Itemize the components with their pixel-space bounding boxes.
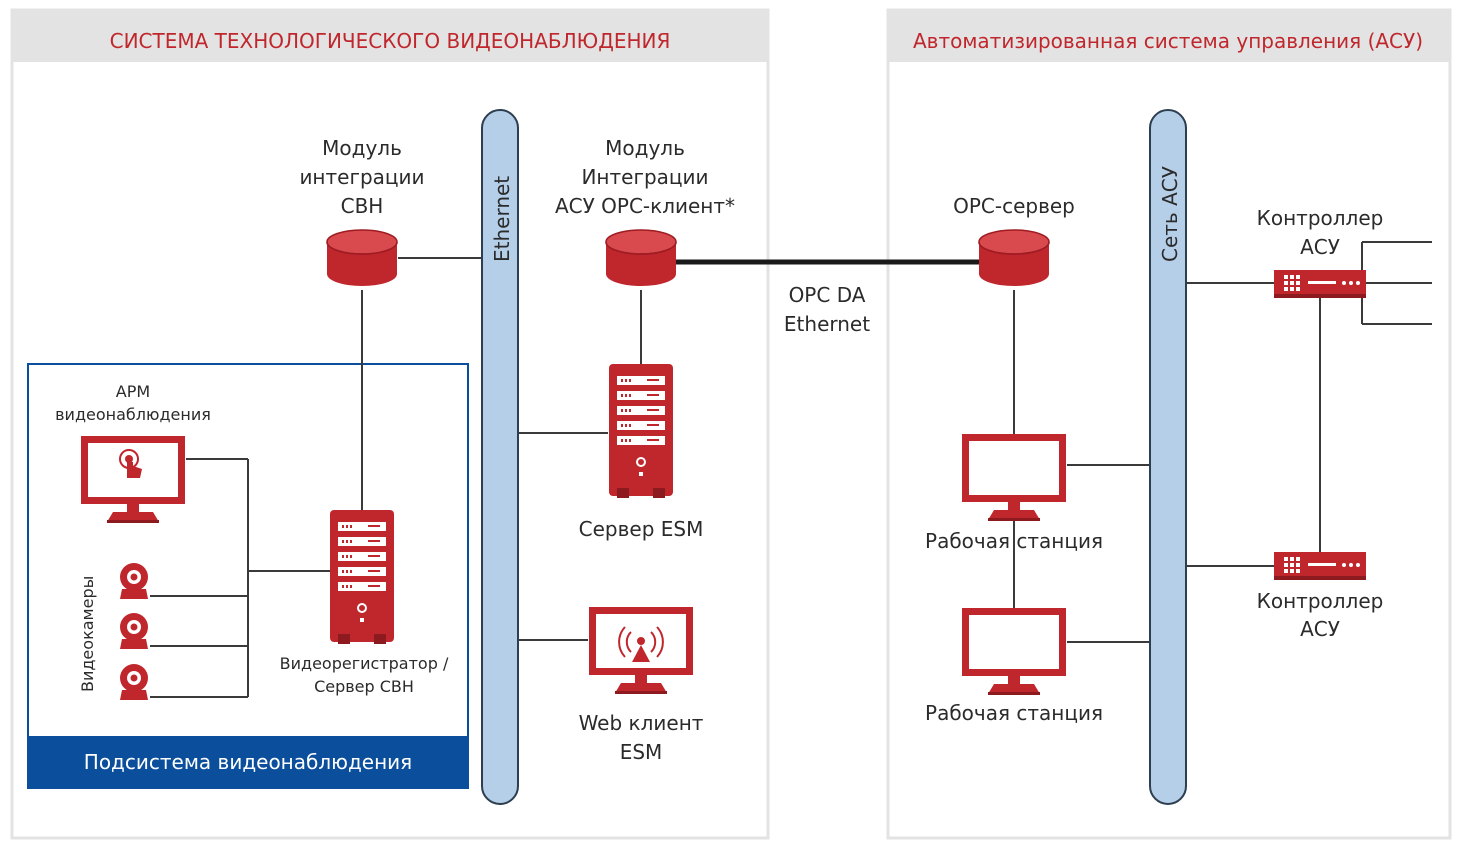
wifi-signal-icon [618,626,664,662]
controller-icon [1274,270,1366,298]
subsystem-title: Подсистема видеонаблюдения [84,750,412,774]
controller-icon [1274,552,1366,580]
esm-server: Сервер ESM [579,363,704,541]
opc-da-link-label: OPC DA Ethernet [784,283,870,336]
ethernet-bus: Ethernet [481,109,519,805]
connection-lines [150,241,1432,698]
video-cameras: Видеокамеры [78,563,148,700]
webcam-icon [120,613,148,649]
cameras-label: Видеокамеры [78,576,97,692]
database-icon [978,229,1050,287]
svg-text:видеонаблюдения: видеонаблюдения [55,405,211,424]
server-icon [608,363,674,499]
left-panel-title: СИСТЕМА ТЕХНОЛОГИЧЕСКОГО ВИДЕОНАБЛЮДЕНИЯ [110,29,671,53]
svg-text:СВН: СВН [341,194,384,218]
svg-text:Модуль: Модуль [605,136,685,160]
database-icon [326,229,398,287]
server-icon [329,509,395,645]
database-icon [605,229,677,287]
touch-hand-icon [119,449,142,478]
right-panel-title: Автоматизированная система управления (А… [913,29,1423,53]
svg-text:интеграции: интеграции [299,165,424,189]
opc-server: OPC-сервер [953,194,1075,287]
web-client-esm: Web клиент ESM [579,607,704,764]
asu-opc-client-module: Модуль Интеграции АСУ OPC-клиент* [555,136,735,287]
svg-text:Сервер ESM: Сервер ESM [579,517,704,541]
svg-text:Видеорегистратор /: Видеорегистратор / [280,654,449,673]
svg-text:Контроллер: Контроллер [1257,589,1384,613]
controller-2: Контроллер АСУ [1257,552,1384,641]
svg-text:Рабочая станция: Рабочая станция [925,701,1103,725]
arm-workstation: АРМ видеонаблюдения [55,382,211,523]
svg-text:Модуль: Модуль [322,136,402,160]
svg-text:OPC-сервер: OPC-сервер [953,194,1075,218]
asu-network-bus-label: Сеть АСУ [1158,166,1182,262]
controller-1: Контроллер АСУ [1257,206,1384,298]
svg-text:Контроллер: Контроллер [1257,206,1384,230]
svg-text:Ethernet: Ethernet [784,312,870,336]
svg-text:Интеграции: Интеграции [581,165,708,189]
dvr-server: Видеорегистратор / Сервер СВН [280,509,449,696]
svg-text:АСУ: АСУ [1300,617,1340,641]
workstation-1: Рабочая станция [925,434,1103,553]
svg-text:OPC DA: OPC DA [789,283,866,307]
svn-integration-module: Модуль интеграции СВН [299,136,425,287]
svg-text:Рабочая станция: Рабочая станция [925,529,1103,553]
ethernet-bus-label: Ethernet [490,176,514,262]
svg-text:АСУ OPC-клиент*: АСУ OPC-клиент* [555,194,735,218]
svg-text:АРМ: АРМ [116,382,150,401]
svg-text:Сервер СВН: Сервер СВН [314,677,414,696]
svg-text:АСУ: АСУ [1300,235,1340,259]
webcam-icon [120,664,148,700]
webcam-icon [120,563,148,599]
svg-text:ESM: ESM [620,740,663,764]
subsystem-box: Подсистема видеонаблюдения [27,363,469,789]
asu-network-bus: Сеть АСУ [1149,109,1187,805]
workstation-2: Рабочая станция [925,608,1103,725]
svg-text:Web клиент: Web клиент [579,711,704,735]
